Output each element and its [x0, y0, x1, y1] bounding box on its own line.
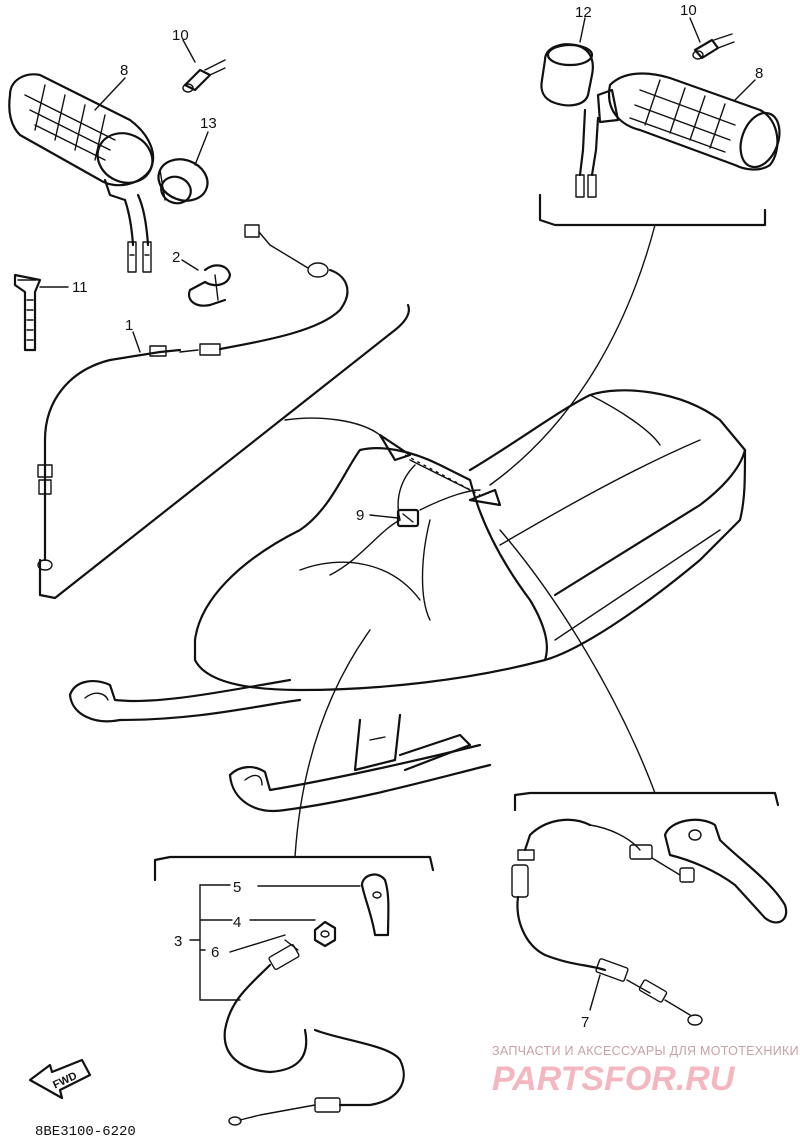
end-cap: [540, 43, 594, 107]
label-1: 1: [125, 317, 133, 334]
label-8-right: 8: [755, 65, 763, 82]
brake-cable: [511, 818, 703, 1026]
label-8-left: 8: [120, 62, 128, 79]
watermark-logo: PARTSFOR.RU: [492, 1060, 736, 1098]
label-6: 6: [211, 944, 219, 961]
brake-lever: [663, 818, 788, 924]
label-11: 11: [72, 279, 88, 296]
label-5: 5: [233, 879, 241, 896]
label-9: 9: [356, 507, 364, 524]
leader-line-3: [294, 629, 371, 858]
choke-lever: [360, 873, 390, 937]
clip: [187, 264, 232, 307]
grip-left: [8, 73, 155, 273]
label-12: 12: [575, 4, 592, 21]
part-number-labels: 10 8 13 2 11 1 9 12 10 8 5 4 3 6 7: [39, 2, 763, 1031]
group-box-upper-right: [538, 193, 767, 227]
label-13: 13: [200, 115, 217, 132]
label-10-right: 10: [680, 2, 697, 19]
snowmobile-body: [68, 389, 747, 813]
screw-left: [182, 59, 226, 93]
diagram-code: 8BE3100-6220: [35, 1124, 136, 1139]
leader-7: [589, 974, 601, 1011]
forward-arrow: FWD: [28, 1058, 92, 1100]
label-10-left: 10: [172, 27, 189, 44]
throttle-cable: [37, 224, 349, 571]
watermark: ЗАПЧАСТИ И АКСЕССУАРЫ ДЛЯ МОТОТЕХНИКИ PA…: [492, 1044, 799, 1098]
bracket-3: [189, 884, 361, 1001]
group-box-lower-left: [153, 855, 435, 882]
label-2: 2: [172, 249, 180, 266]
label-7: 7: [581, 1014, 589, 1031]
watermark-subtitle: ЗАПЧАСТИ И АКСЕССУАРЫ ДЛЯ МОТОТЕХНИКИ: [492, 1044, 799, 1058]
group-box-lower-right: [513, 791, 780, 812]
screw-right: [692, 33, 735, 60]
grip-right: [575, 72, 781, 198]
nut: [313, 920, 337, 948]
group-box-upper-left: [38, 303, 411, 600]
leader-line-4: [499, 529, 656, 794]
leader-line-1: [284, 417, 381, 436]
cable-tie: [13, 273, 42, 352]
choke-cable: [223, 939, 405, 1126]
leader-line-2: [489, 224, 656, 486]
label-4: 4: [233, 914, 241, 931]
collar: [157, 158, 209, 205]
label-3: 3: [174, 933, 182, 950]
